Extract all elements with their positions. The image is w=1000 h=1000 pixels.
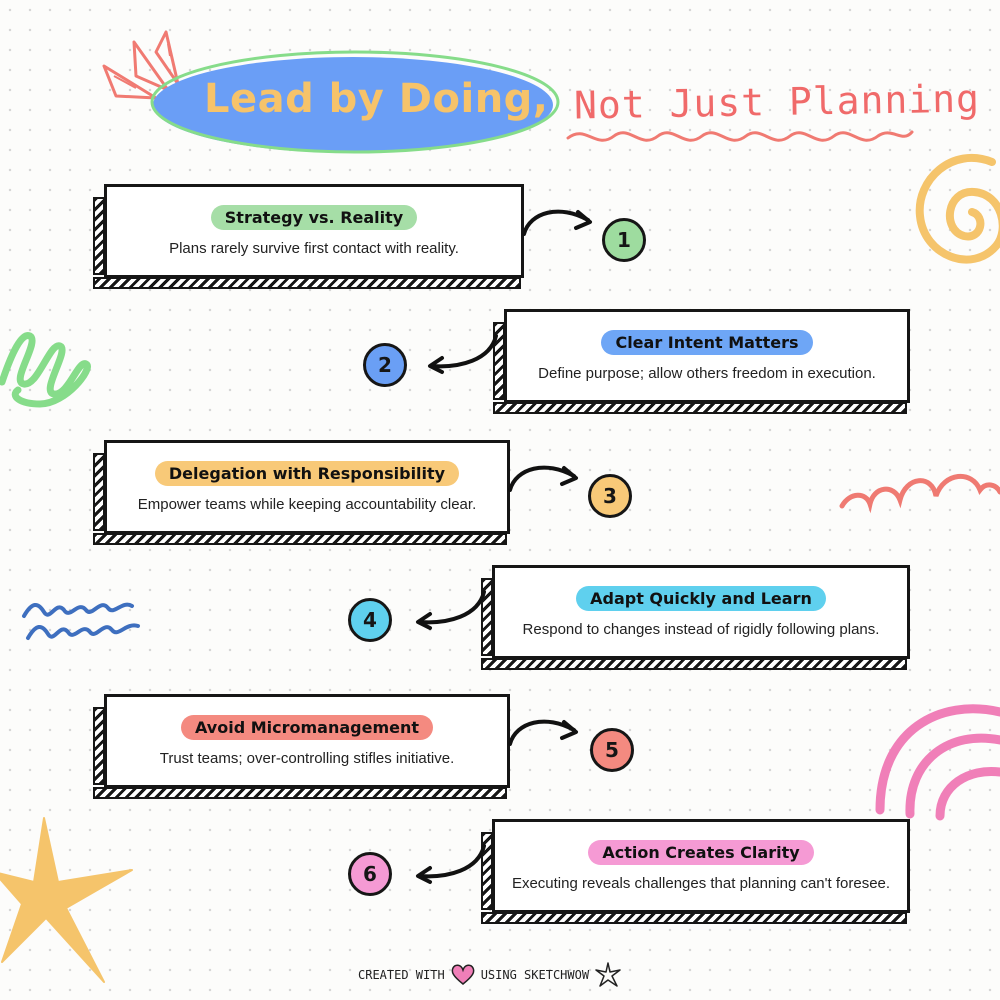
step-number-4: 4 xyxy=(348,598,392,642)
arrow-left-icon xyxy=(416,844,486,884)
step-description-3: Empower teams while keeping accountabili… xyxy=(137,496,477,513)
step-title-5: Avoid Micromanagement xyxy=(180,715,434,740)
step-number-6: 6 xyxy=(348,852,392,896)
footer-suffix: USING SKETCHWOW xyxy=(480,968,590,982)
step-card-4: Adapt Quickly and Learn Respond to chang… xyxy=(481,565,910,659)
title-rays-doodle xyxy=(102,30,180,100)
title-highlight-blob xyxy=(150,50,560,154)
step-description-6: Executing reveals challenges that planni… xyxy=(511,875,891,892)
footer-credit: CREATED WITH USING SKETCHWOW xyxy=(358,962,621,988)
spiral-doodle xyxy=(915,153,1000,264)
footer-prefix: CREATED WITH xyxy=(358,968,445,982)
step-description-4: Respond to changes instead of rigidly fo… xyxy=(522,621,880,638)
arrow-right-icon xyxy=(508,719,578,746)
step-card-1: Strategy vs. Reality Plans rarely surviv… xyxy=(93,184,524,278)
step-card-6: Action Creates Clarity Executing reveals… xyxy=(481,819,910,913)
step-description-2: Define purpose; allow others freedom in … xyxy=(538,365,876,382)
subtitle-squiggle-underline xyxy=(566,130,914,142)
step-title-2: Clear Intent Matters xyxy=(601,330,813,355)
page-subtitle: Not Just Planning xyxy=(573,76,981,128)
step-number-1: 1 xyxy=(602,218,646,262)
coral-cloud-doodle xyxy=(839,473,1000,514)
step-card-5: Avoid Micromanagement Trust teams; over-… xyxy=(93,694,510,788)
step-number-5: 5 xyxy=(590,728,634,772)
step-number-2: 2 xyxy=(363,343,407,387)
green-loops-doodle xyxy=(0,332,91,408)
step-card-3: Delegation with Responsibility Empower t… xyxy=(93,440,510,534)
step-description-1: Plans rarely survive first contact with … xyxy=(169,240,459,257)
arrow-right-icon xyxy=(522,209,592,236)
arrow-left-icon xyxy=(416,590,486,630)
blue-zigzag-doodle xyxy=(22,602,140,640)
step-card-2: Clear Intent Matters Define purpose; all… xyxy=(493,309,910,403)
arrow-left-icon xyxy=(428,334,498,374)
yellow-star-doodle xyxy=(0,817,133,983)
pink-rainbow-doodle xyxy=(875,704,1000,821)
step-title-1: Strategy vs. Reality xyxy=(210,205,418,230)
page-title: Lead by Doing, xyxy=(204,76,549,122)
step-description-5: Trust teams; over-controlling stifles in… xyxy=(159,750,455,767)
step-title-6: Action Creates Clarity xyxy=(588,840,814,865)
step-title-3: Delegation with Responsibility xyxy=(154,461,460,486)
step-number-3: 3 xyxy=(588,474,632,518)
heart-icon xyxy=(451,964,475,985)
arrow-right-icon xyxy=(508,465,578,492)
step-title-4: Adapt Quickly and Learn xyxy=(576,586,826,611)
sparkle-icon xyxy=(595,962,621,987)
